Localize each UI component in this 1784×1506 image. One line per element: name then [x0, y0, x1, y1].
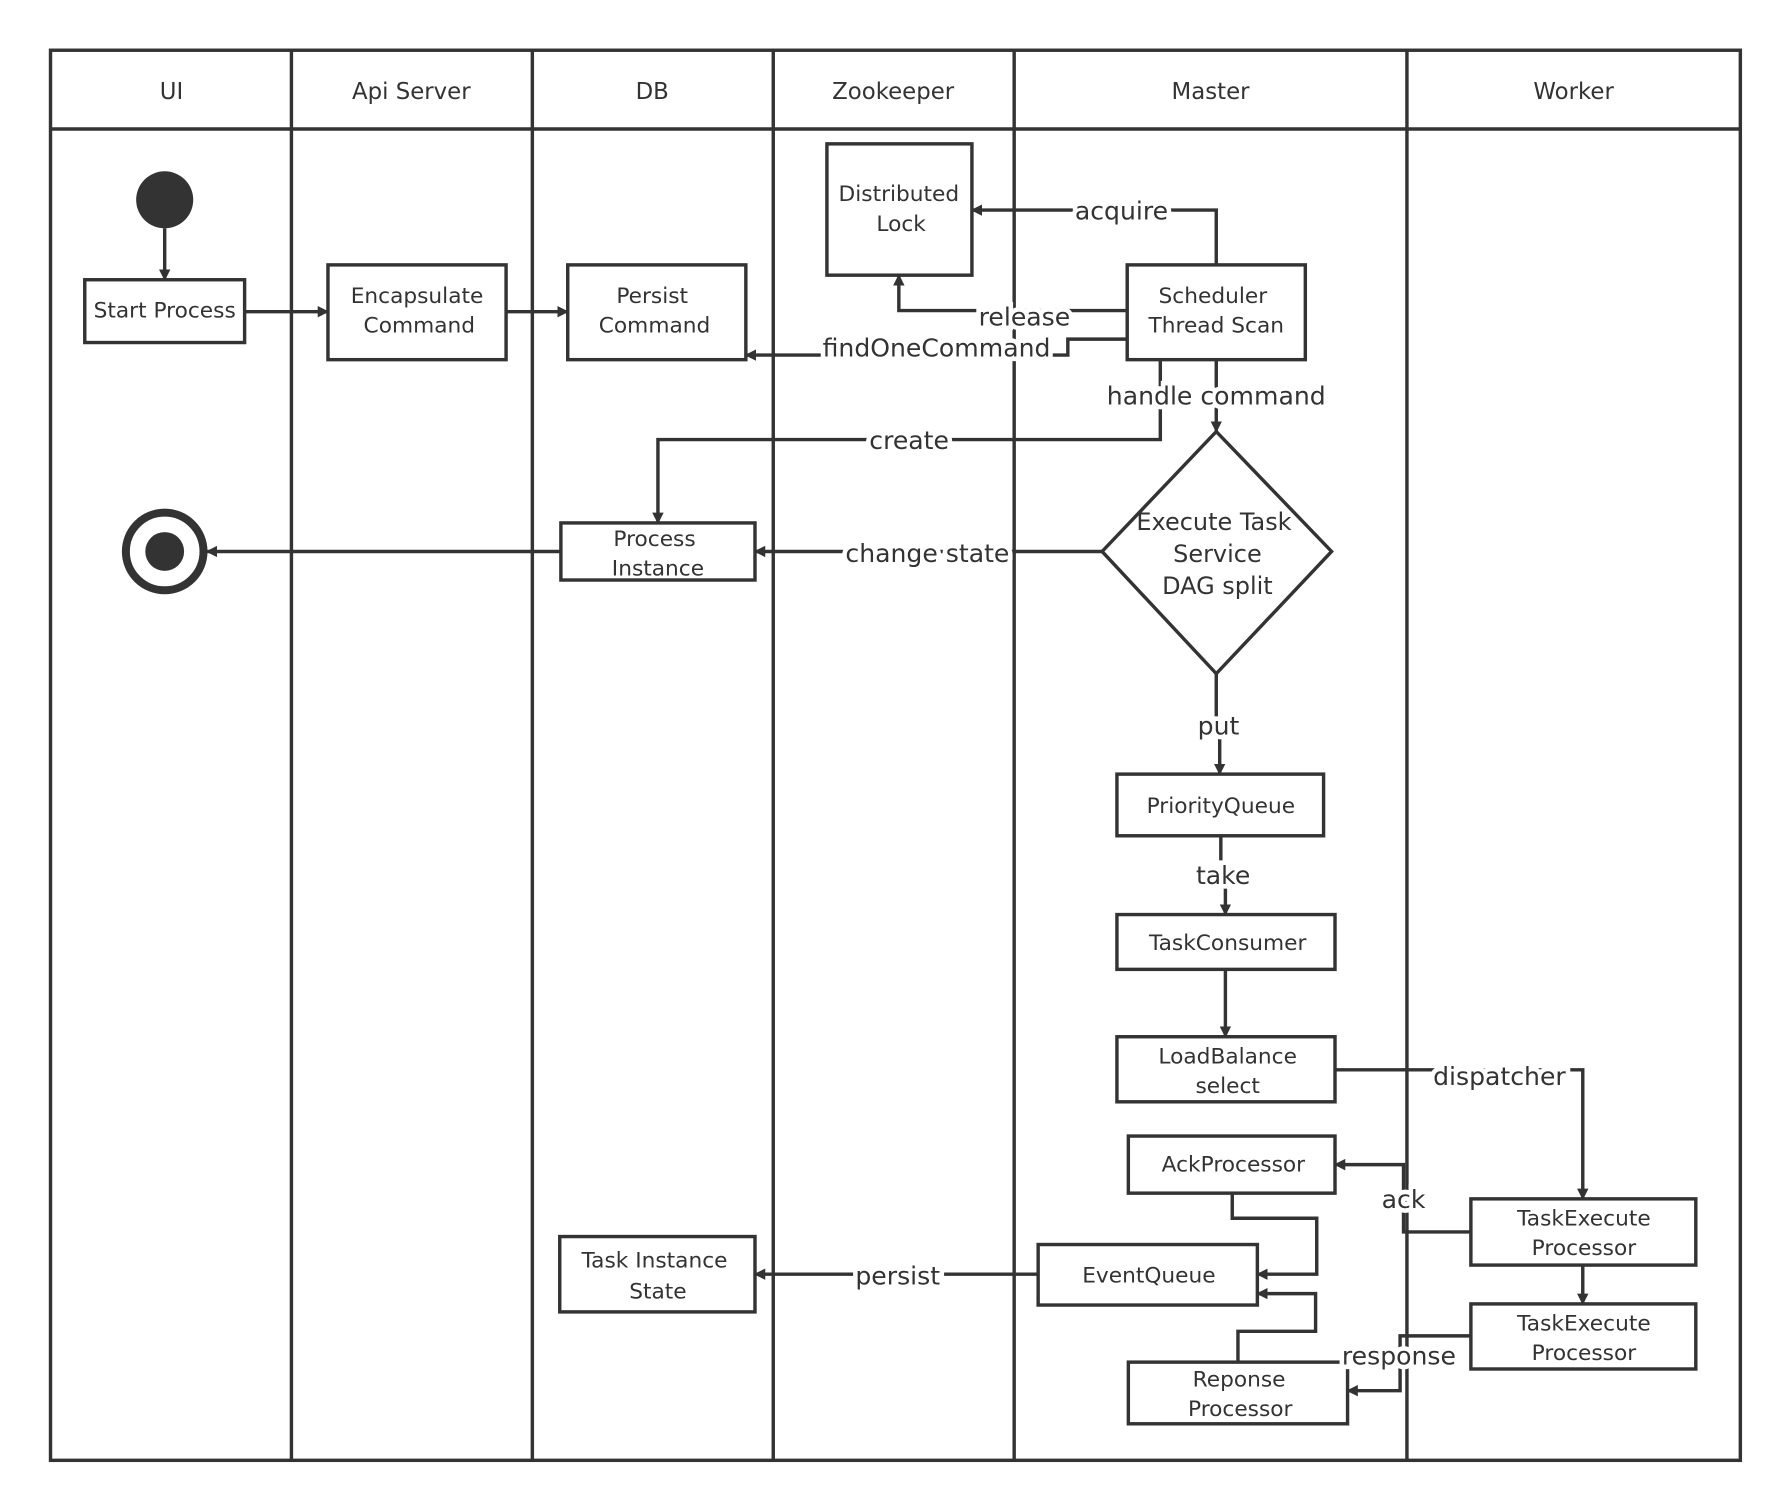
svg-text:Thread Scan: Thread Scan: [1148, 314, 1284, 339]
svg-text:Persist: Persist: [616, 284, 688, 309]
label-change-state: change state: [845, 539, 1009, 568]
edge-put: [1213, 673, 1226, 776]
label-release: release: [979, 303, 1071, 332]
end-node: [121, 508, 208, 595]
node-scheduler-thread-scan: Scheduler Thread Scan: [1125, 263, 1308, 362]
node-task-execute-processor-1: TaskExecute Processor: [1469, 1197, 1698, 1267]
label-response: response: [1342, 1342, 1456, 1371]
edge-ack: [1333, 1158, 1471, 1234]
label-put: put: [1198, 711, 1240, 740]
svg-text:Reponse: Reponse: [1193, 1367, 1286, 1392]
svg-text:Command: Command: [364, 314, 475, 339]
svg-text:Processor: Processor: [1188, 1397, 1293, 1422]
svg-text:TaskConsumer: TaskConsumer: [1148, 931, 1306, 956]
edge-dispatcher: [1335, 1068, 1589, 1201]
label-persist: persist: [855, 1262, 940, 1291]
node-execute-task-service: Execute Task Service DAG split: [1099, 429, 1334, 677]
node-priority-queue: PriorityQueue: [1115, 772, 1326, 838]
edge-take: [1219, 835, 1232, 916]
nodes: Start Process Encapsulate Command Persis…: [83, 142, 1698, 1426]
svg-text:Instance: Instance: [612, 557, 704, 582]
edge-response: [1346, 1334, 1471, 1397]
svg-text:Distributed: Distributed: [839, 182, 960, 207]
lane-api-server: Api Server: [352, 79, 471, 105]
svg-text:Encapsulate: Encapsulate: [351, 284, 484, 309]
swimlanes: UI Api Server DB Zookeeper Master Worker: [48, 48, 1743, 1463]
svg-text:Service: Service: [1173, 540, 1262, 568]
edge-release: [893, 274, 1128, 313]
edge-find-one-command: [744, 337, 1128, 361]
svg-text:DAG split: DAG split: [1162, 572, 1273, 600]
svg-text:AckProcessor: AckProcessor: [1162, 1153, 1305, 1178]
lane-zookeeper: Zookeeper: [832, 79, 955, 105]
node-load-balance: LoadBalance select: [1115, 1035, 1337, 1104]
edges: [158, 204, 1589, 1397]
node-encapsulate-command: Encapsulate Command: [326, 263, 508, 362]
node-persist-command: Persist Command: [566, 263, 748, 362]
label-dispatcher: dispatcher: [1433, 1062, 1566, 1091]
node-task-instance-state: Task Instance State: [558, 1234, 757, 1314]
svg-text:TaskExecute: TaskExecute: [1516, 1206, 1651, 1231]
svg-text:Task Instance: Task Instance: [581, 1249, 728, 1274]
lane-db: DB: [636, 79, 669, 105]
label-take: take: [1196, 861, 1250, 890]
svg-text:Command: Command: [599, 314, 710, 339]
label-find-one-command: findOneCommand: [823, 333, 1051, 362]
node-distributed-lock: Distributed Lock: [825, 142, 974, 277]
svg-text:Processor: Processor: [1532, 1341, 1637, 1366]
start-node: [136, 171, 194, 229]
edge-labels: acquire release findOneCommand handle co…: [818, 192, 1571, 1375]
label-handle-command: handle command: [1107, 381, 1326, 410]
svg-text:LoadBalance: LoadBalance: [1158, 1044, 1297, 1069]
svg-text:PriorityQueue: PriorityQueue: [1147, 794, 1295, 819]
lane-master: Master: [1172, 79, 1251, 105]
svg-text:Process: Process: [613, 527, 695, 552]
node-ack-processor: AckProcessor: [1126, 1134, 1337, 1195]
lane-ui: UI: [160, 79, 183, 105]
edge-ack-to-eventqueue: [1230, 1193, 1319, 1280]
svg-text:select: select: [1195, 1074, 1259, 1099]
node-response-processor: Reponse Processor: [1126, 1360, 1350, 1426]
node-process-instance: Process Instance: [559, 521, 757, 582]
node-event-queue: EventQueue: [1036, 1242, 1260, 1307]
svg-text:TaskExecute: TaskExecute: [1516, 1311, 1651, 1336]
lane-worker: Worker: [1533, 79, 1614, 105]
label-acquire: acquire: [1075, 196, 1168, 225]
node-task-consumer: TaskConsumer: [1115, 912, 1337, 972]
svg-text:EventQueue: EventQueue: [1082, 1264, 1215, 1289]
svg-text:Execute Task: Execute Task: [1136, 508, 1291, 536]
svg-text:Lock: Lock: [876, 212, 926, 237]
edge-response-to-eventqueue: [1236, 1287, 1318, 1363]
node-task-execute-processor-2: TaskExecute Processor: [1469, 1302, 1698, 1371]
edge-create: [652, 359, 1163, 525]
node-start-process: Start Process: [83, 278, 247, 345]
svg-text:Scheduler: Scheduler: [1159, 284, 1268, 309]
svg-text:Start Process: Start Process: [94, 299, 236, 324]
svg-text:State: State: [629, 1279, 686, 1304]
edge-acquire: [970, 204, 1218, 265]
svg-text:Processor: Processor: [1532, 1236, 1637, 1261]
label-ack: ack: [1382, 1185, 1426, 1214]
label-create: create: [869, 426, 949, 455]
